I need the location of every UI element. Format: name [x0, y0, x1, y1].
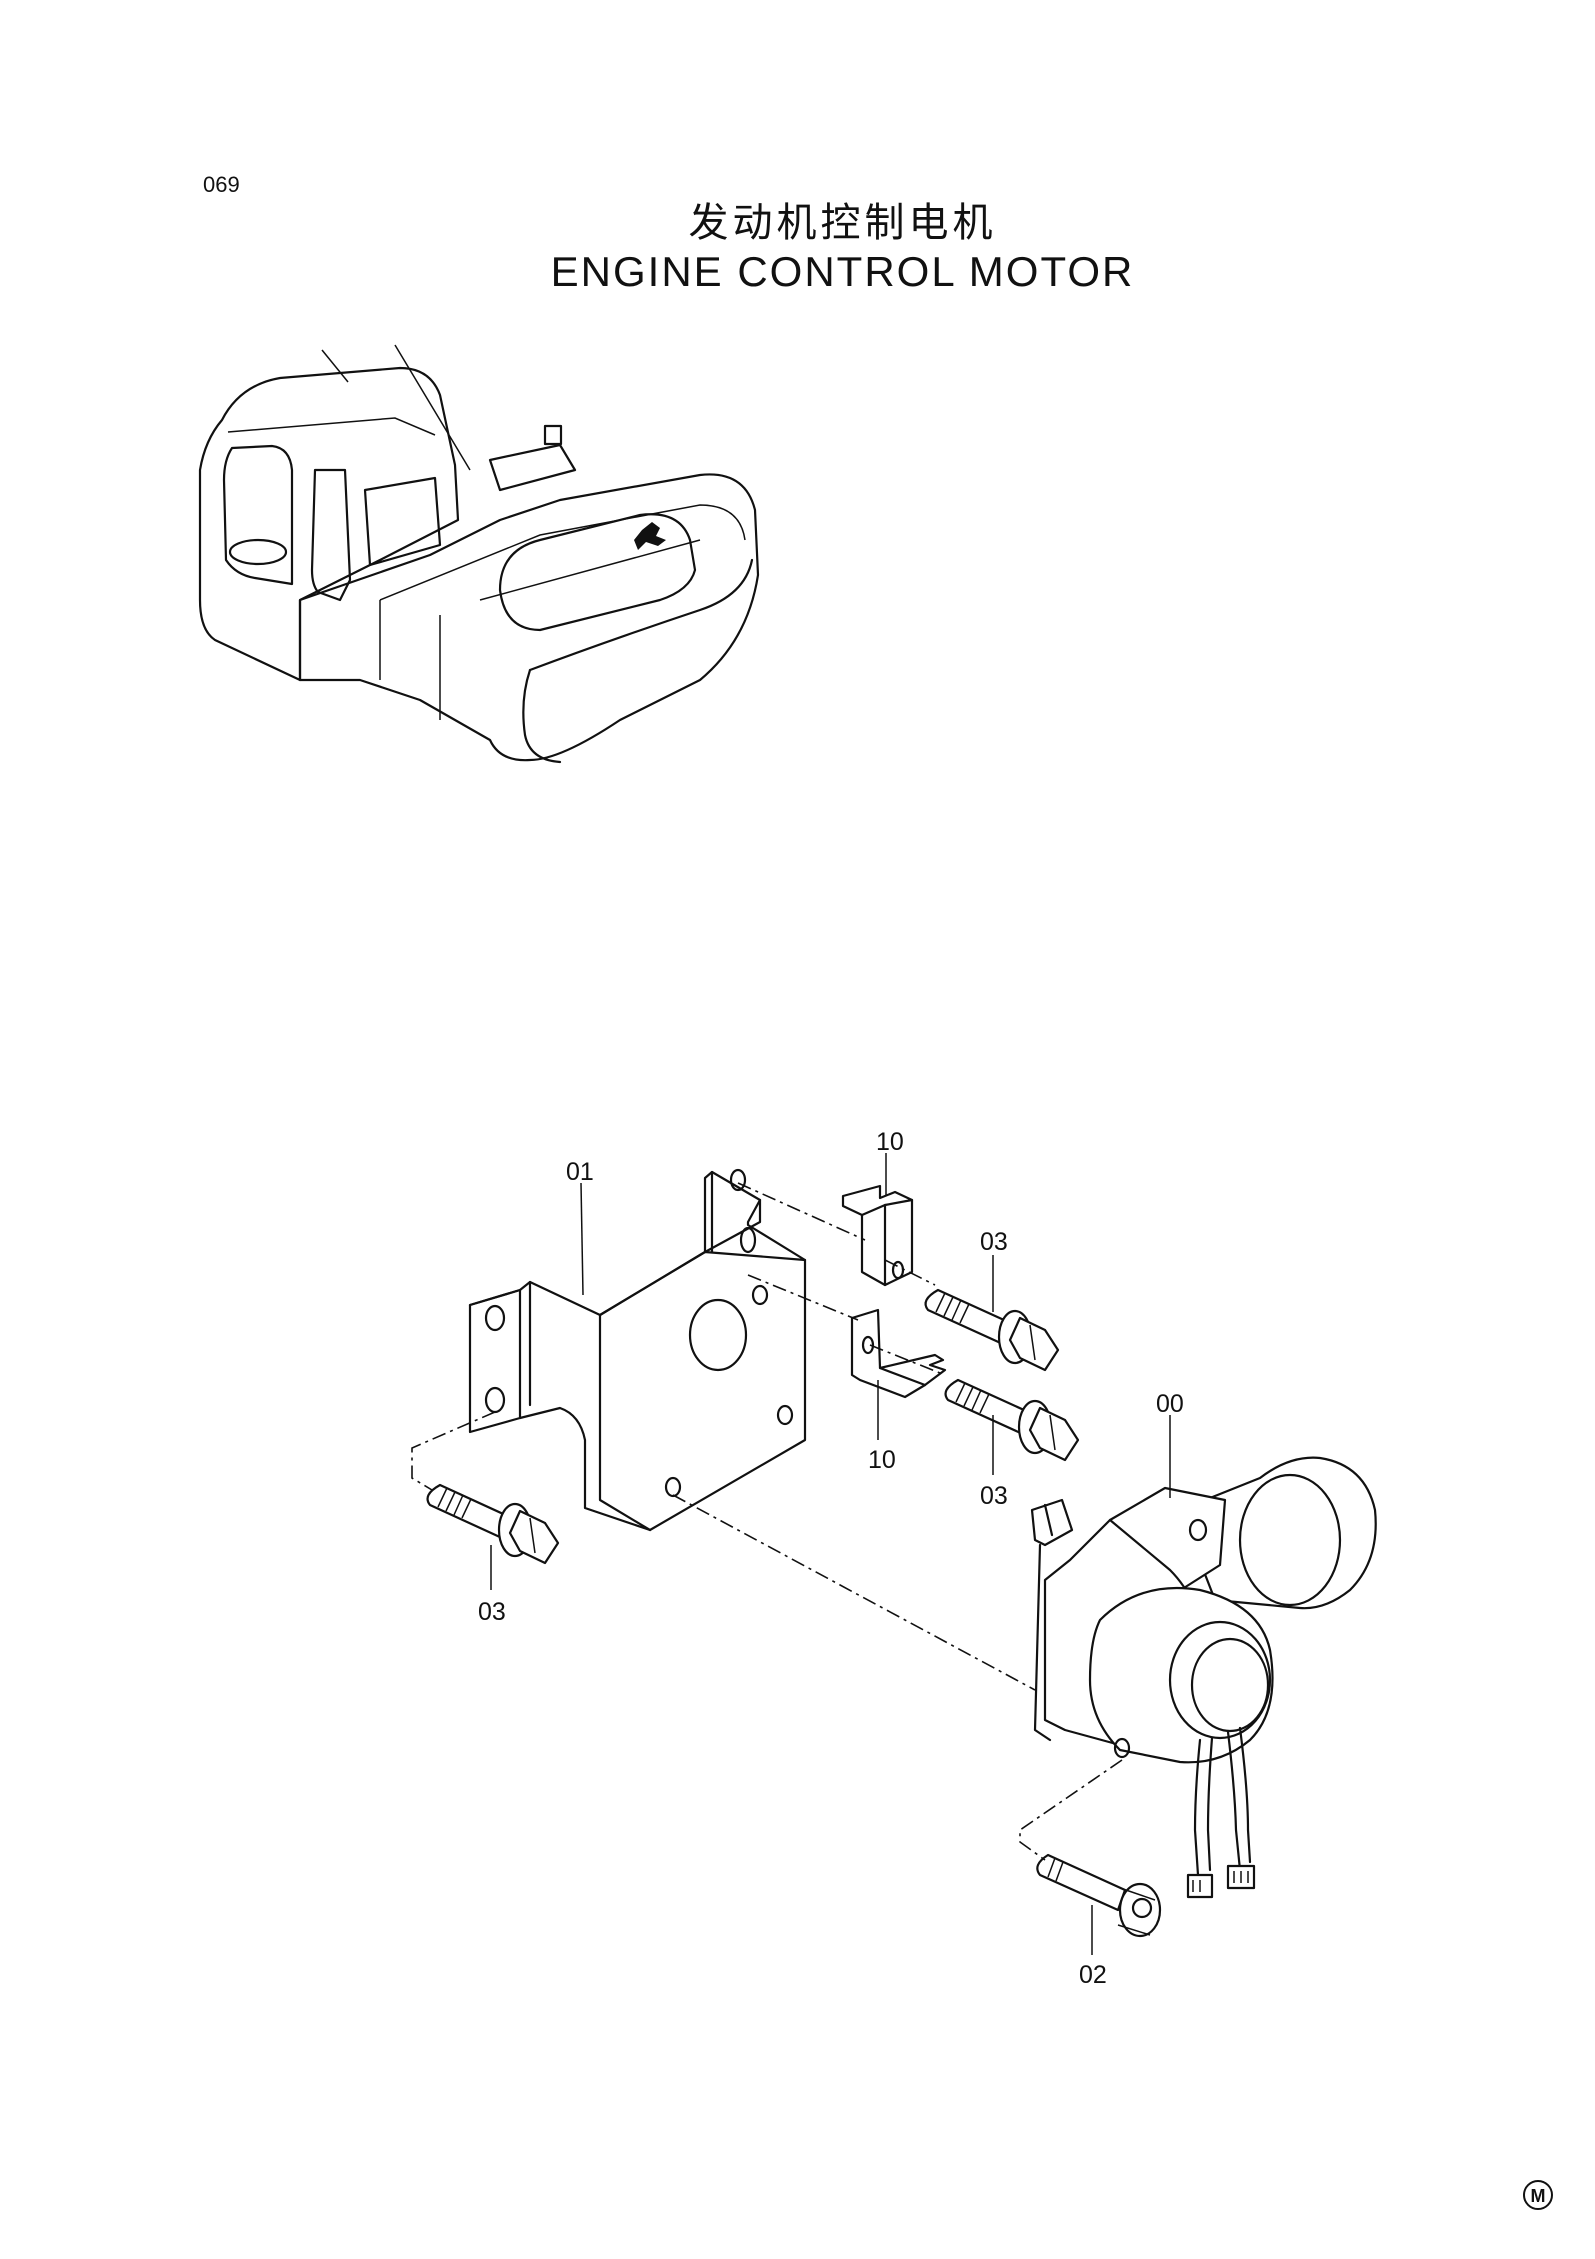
label-part-03-middle: 03	[980, 1482, 1008, 1510]
socket-bolt-motor	[1036, 1853, 1162, 1938]
page-title-english: ENGINE CONTROL MOTOR	[550, 248, 1135, 295]
engine-control-bracket	[468, 1168, 807, 1532]
flange-bolt-middle	[944, 1378, 1080, 1462]
flange-bolt-upper	[924, 1288, 1060, 1372]
small-bracket-top	[841, 1184, 914, 1287]
label-part-00: 00	[1156, 1390, 1184, 1418]
page-title-chinese: 发动机控制电机	[688, 200, 997, 246]
leader-lines	[490, 1153, 1171, 1955]
excavator-overview-illustration	[198, 344, 760, 764]
corner-mark-letter: M	[1531, 2186, 1546, 2206]
label-part-03-left: 03	[478, 1598, 506, 1626]
label-part-10-top: 10	[876, 1128, 904, 1156]
assembly-center-lines	[411, 1182, 1123, 1861]
label-part-01: 01	[566, 1158, 594, 1186]
flange-bolt-left	[426, 1483, 560, 1565]
small-bracket-bottom	[850, 1308, 947, 1399]
circled-m-mark: M	[1523, 2180, 1553, 2210]
label-part-02: 02	[1079, 1961, 1107, 1989]
engine-control-motor	[1030, 1456, 1377, 1899]
label-part-10-bottom: 10	[868, 1446, 896, 1474]
label-part-03-upper: 03	[980, 1228, 1008, 1256]
page-number: 069	[203, 172, 240, 197]
